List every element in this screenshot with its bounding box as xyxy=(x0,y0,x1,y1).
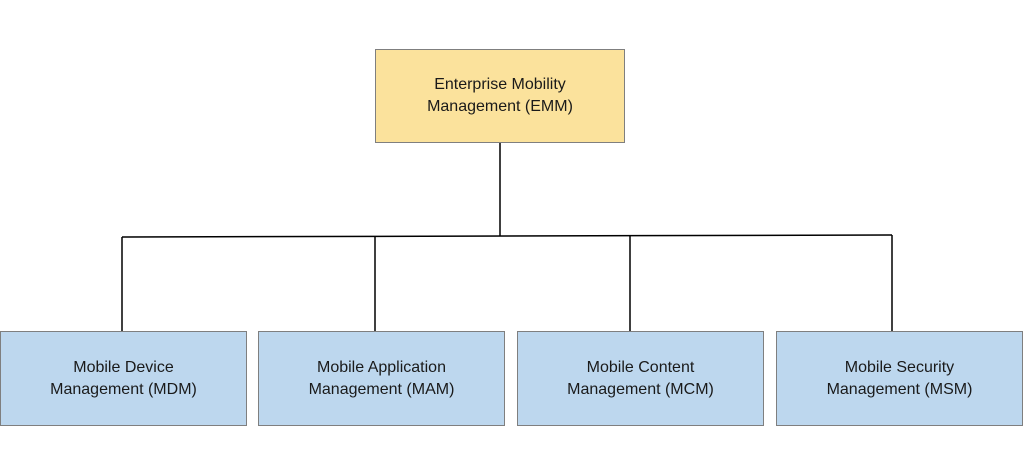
msm-node-label: Mobile Security Management (MSM) xyxy=(826,358,973,398)
mcm-node-label: Mobile Content Management (MCM) xyxy=(567,358,714,398)
mdm-node-label: Mobile Device Management (MDM) xyxy=(50,358,197,398)
msm-node: Mobile Security Management (MSM) xyxy=(776,331,1023,426)
emm-node: Enterprise Mobility Management (EMM) xyxy=(375,49,625,143)
mam-node-label: Mobile Application Management (MAM) xyxy=(308,358,455,398)
mdm-node: Mobile Device Management (MDM) xyxy=(0,331,247,426)
mcm-node: Mobile Content Management (MCM) xyxy=(517,331,764,426)
emm-node-label: Enterprise Mobility Management (EMM) xyxy=(427,76,573,115)
mam-node: Mobile Application Management (MAM) xyxy=(258,331,505,426)
horizontal-bus-line xyxy=(121,234,893,238)
